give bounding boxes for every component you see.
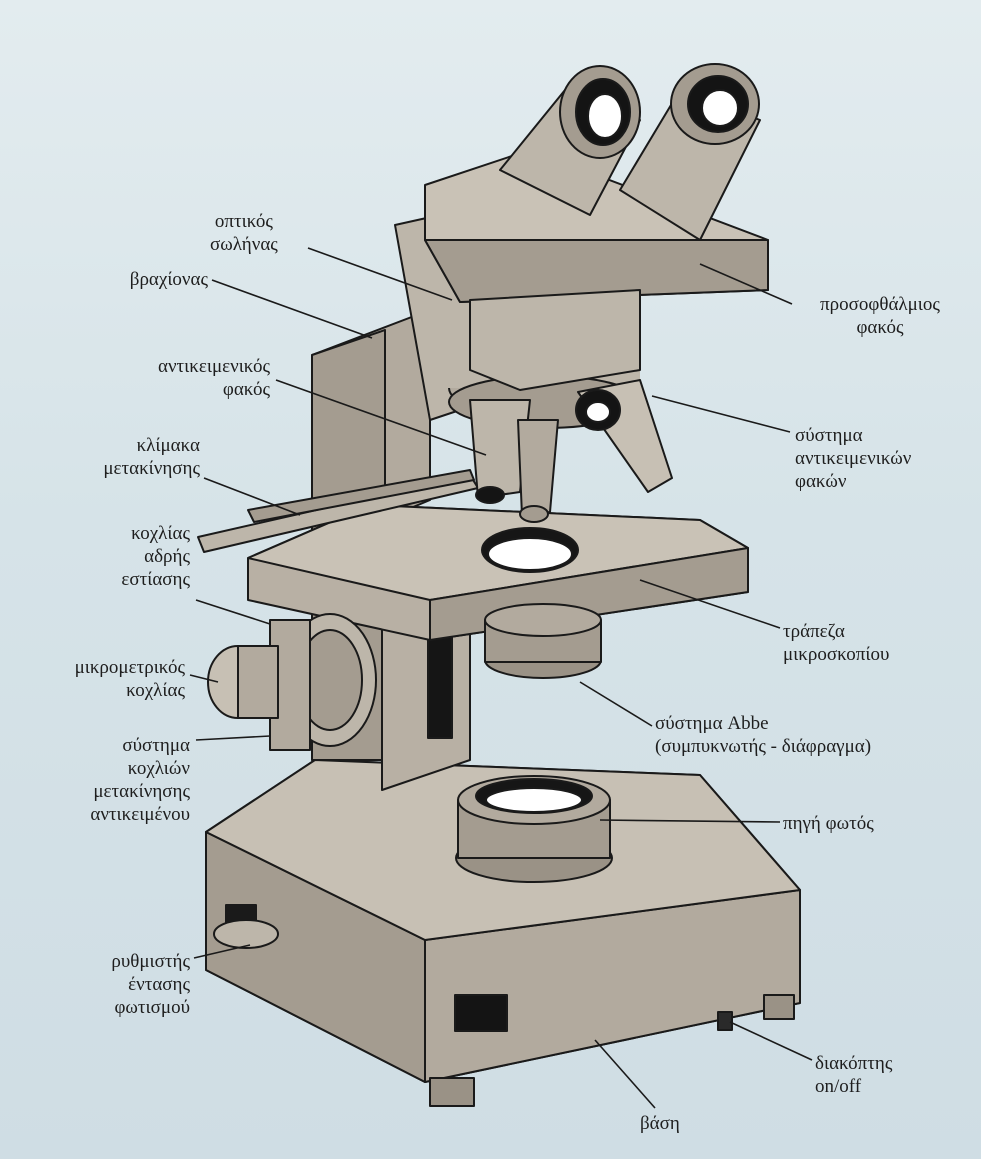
focus-knobs — [208, 614, 376, 750]
light-source — [456, 776, 612, 882]
condenser — [485, 604, 601, 678]
label-objective-lens: αντικειμενικός φακός — [90, 355, 270, 401]
label-abbe-condenser: σύστημα Abbe (συμπυκνωτής - διάφραγμα) — [655, 712, 871, 758]
label-coarse-focus-knob: κοχλίας αδρής εστίασης — [60, 522, 190, 591]
label-light-intensity-regulator: ρυθμιστής έντασης φωτισμού — [40, 950, 190, 1019]
label-arm: βραχίονας — [80, 268, 208, 291]
label-base: βάση — [640, 1112, 680, 1135]
label-mechanical-stage-knobs: σύστημα κοχλιών μετακίνησης αντικειμένου — [30, 734, 190, 826]
label-on-off-switch: διακόπτης on/off — [815, 1052, 892, 1098]
label-fine-focus-knob: μικρομετρικός κοχλίας — [15, 656, 185, 702]
label-light-source: πηγή φωτός — [783, 812, 874, 835]
label-eyepiece: προσοφθάλμιος φακός — [790, 293, 970, 339]
stage — [198, 470, 748, 640]
label-movement-scale: κλίμακα μετακίνησης — [60, 434, 200, 480]
label-objective-system: σύστημα αντικειμενικών φακών — [795, 424, 911, 493]
label-optical-tube: οπτικός σωλήνας — [210, 210, 278, 256]
label-microscope-stage: τράπεζα μικροσκοπίου — [783, 620, 889, 666]
